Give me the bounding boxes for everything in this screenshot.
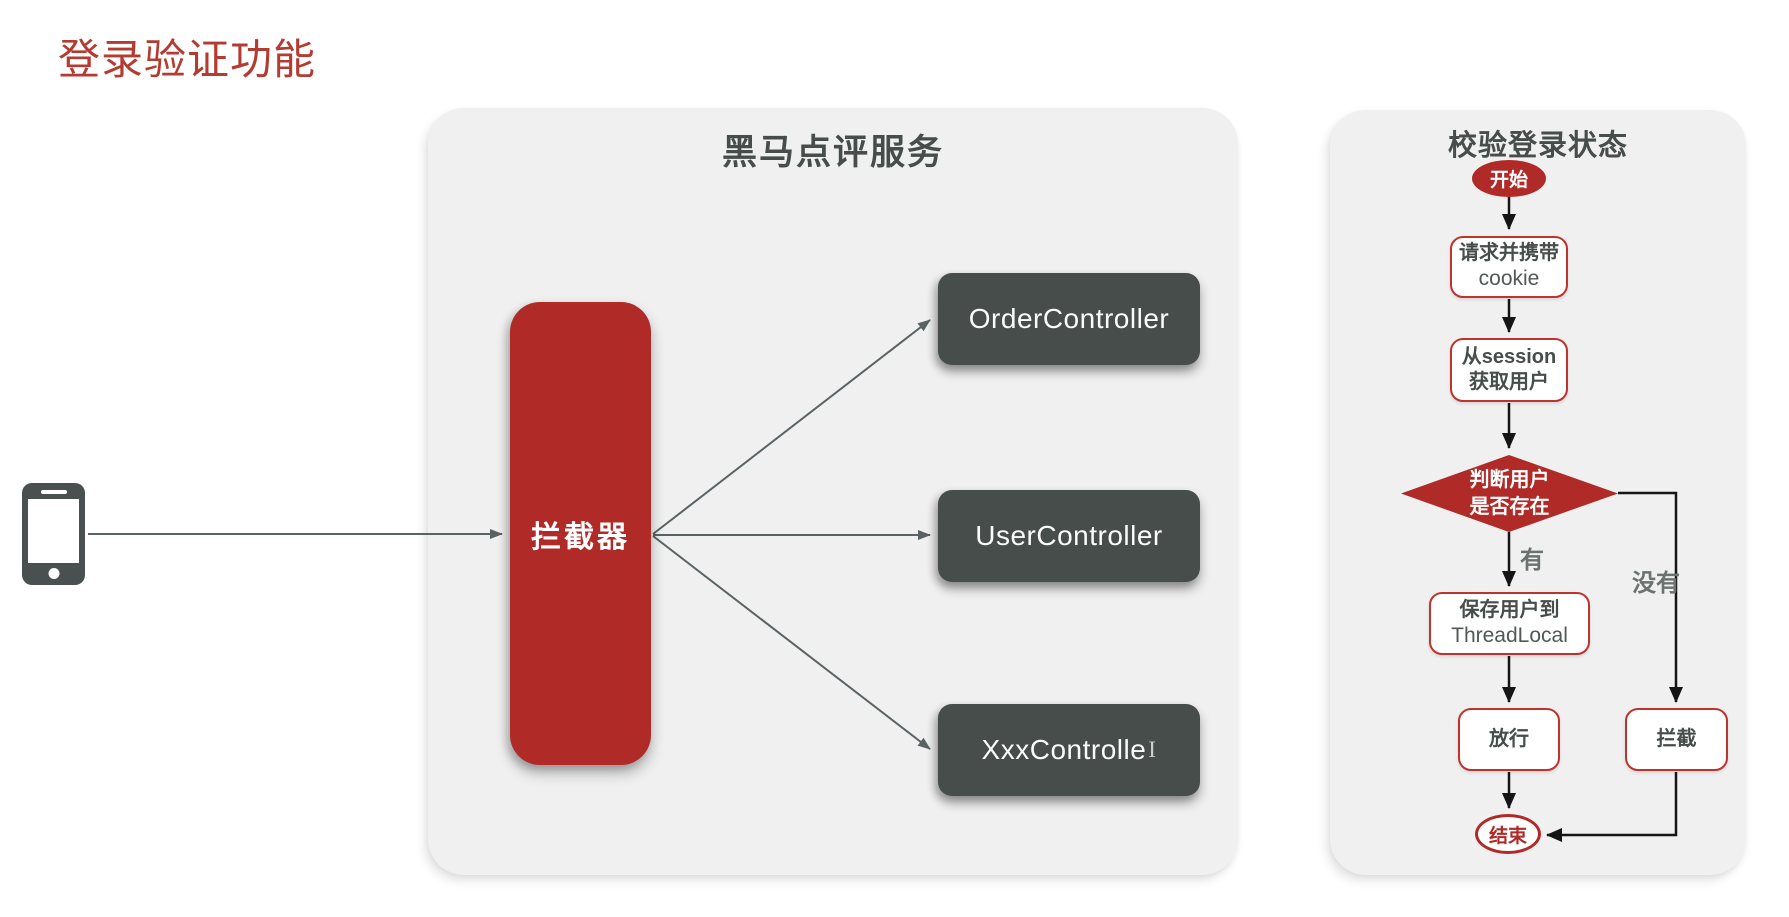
flow-intercept-node[interactable]: 拦截 xyxy=(1625,708,1728,771)
text-cursor-ibeam: I xyxy=(1148,737,1157,762)
flow-start-label: 开始 xyxy=(1489,170,1528,191)
phone-home-button xyxy=(48,568,59,579)
edge-intercept-to-end xyxy=(1546,772,1678,842)
decision-yes-label: 有 xyxy=(1520,547,1544,574)
request-line2: cookie xyxy=(1478,267,1540,291)
pass-label: 放行 xyxy=(1489,728,1529,750)
decision-no-label: 没有 xyxy=(1632,570,1680,597)
decision-node-label: 判断用户 是否存在 xyxy=(1401,455,1618,532)
interceptor-label: 拦截器 xyxy=(531,520,630,554)
order-controller-label: OrderController xyxy=(968,303,1170,334)
xxx-controller-label: XxxControlle xyxy=(981,734,1147,765)
page-title: 登录验证功能 xyxy=(58,38,317,84)
flow-start-node[interactable]: 开始 xyxy=(1472,160,1546,197)
decision-line2: 是否存在 xyxy=(1469,495,1550,518)
interceptor-node[interactable]: 拦截器 xyxy=(510,302,651,765)
login-check-panel-title: 校验登录状态 xyxy=(1447,130,1628,162)
phone-screen xyxy=(28,499,79,563)
service-panel-title: 黑马点评服务 xyxy=(721,133,944,172)
flow-session-node[interactable]: 从session 获取用户 xyxy=(1450,338,1568,402)
flow-end-label: 结束 xyxy=(1488,825,1527,847)
edge-interceptor-to-xxxcontroller xyxy=(652,535,931,750)
intercept-label: 拦截 xyxy=(1656,728,1697,750)
user-controller-label: UserController xyxy=(975,520,1163,551)
flow-end-node[interactable]: 结束 xyxy=(1475,814,1541,854)
xxx-controller-node[interactable]: XxxControlle I xyxy=(938,704,1200,796)
session-line1: 从session xyxy=(1461,346,1557,368)
edge-decision-no-to-intercept xyxy=(1618,491,1683,703)
decision-line1: 判断用户 xyxy=(1469,468,1550,491)
phone-speaker-slot xyxy=(40,490,67,494)
user-controller-node[interactable]: UserController xyxy=(938,490,1200,582)
order-controller-node[interactable]: OrderController xyxy=(938,273,1200,365)
request-line1: 请求并携带 xyxy=(1459,242,1559,265)
edge-interceptor-to-ordercontroller xyxy=(652,319,931,535)
save-line2: ThreadLocal xyxy=(1451,623,1568,647)
smartphone-icon xyxy=(22,483,85,585)
flow-request-cookie-node[interactable]: 请求并携带 cookie xyxy=(1450,236,1568,298)
decision-diamond-shape[interactable] xyxy=(1401,455,1618,532)
flow-pass-node[interactable]: 放行 xyxy=(1458,708,1560,771)
save-line1: 保存用户到 xyxy=(1459,598,1560,621)
flow-save-threadlocal-node[interactable]: 保存用户到 ThreadLocal xyxy=(1429,592,1590,655)
session-line2: 获取用户 xyxy=(1469,371,1549,393)
